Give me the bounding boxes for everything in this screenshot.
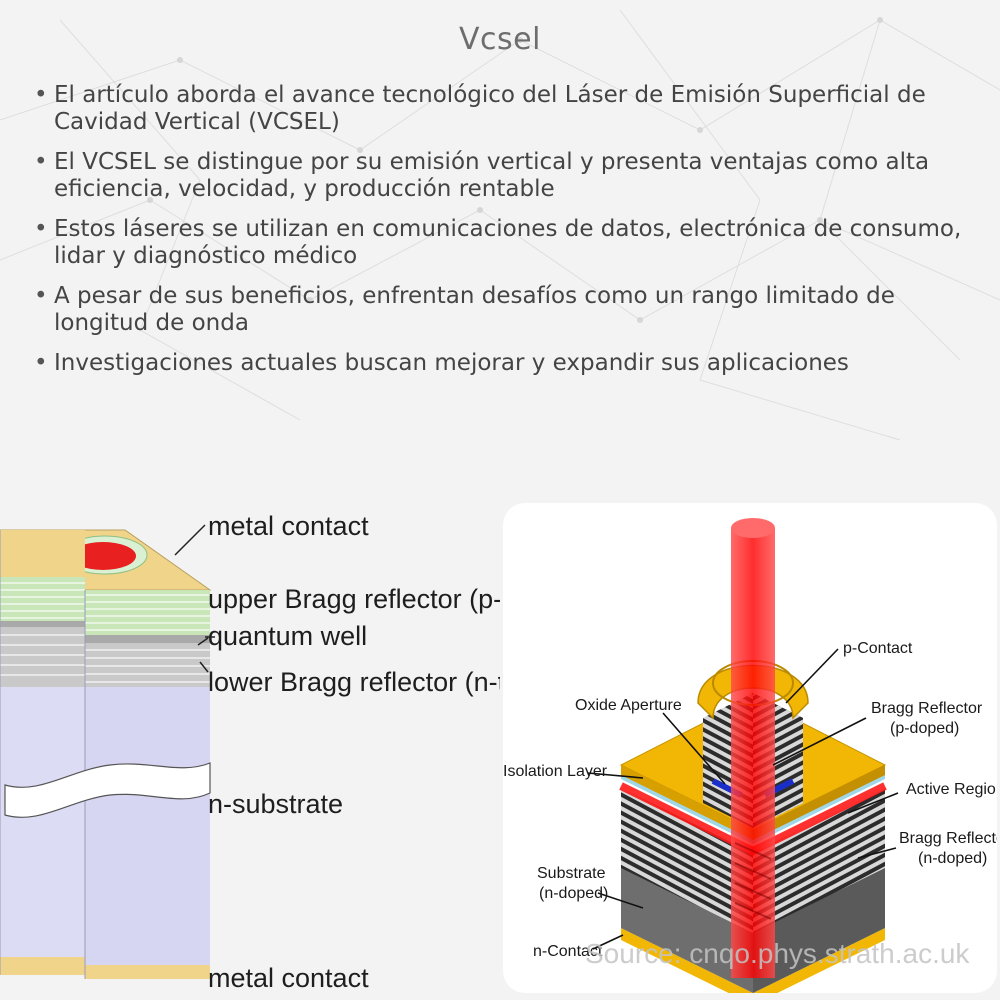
bragg-stripes: [0, 582, 210, 683]
vcsel-cutaway-diagram: p-Contact Oxide Aperture Bragg Reflector…: [503, 503, 997, 993]
emission-spot: [70, 542, 136, 570]
bullet-list: El artículo aborda el avance tecnológico…: [32, 82, 962, 390]
laser-beam: [731, 528, 775, 978]
bullet-item: El artículo aborda el avance tecnológico…: [32, 82, 962, 136]
n-contact-layer: [621, 928, 885, 993]
lower-bragg-block: [621, 788, 753, 933]
p-contact-ring: [697, 664, 809, 720]
label-n-contact: n-Contact: [533, 943, 603, 960]
label-bragg-p-sub: (p-doped): [890, 720, 959, 737]
break-mark: [4, 762, 211, 818]
label-n-substrate: n-substrate: [208, 789, 343, 819]
label-metal-contact-top: metal contact: [208, 511, 369, 541]
label-bragg-n: Bragg Reflector: [899, 830, 997, 847]
label-active-region: Active Region: [906, 781, 997, 798]
label-p-contact: p-Contact: [843, 640, 913, 657]
label-oxide-aperture: Oxide Aperture: [575, 697, 682, 714]
label-metal-contact-bottom: metal contact: [208, 963, 369, 993]
label-bragg-n-sub: (n-doped): [918, 850, 987, 867]
source-watermark: Source: cnqo.phys.strath.ac.uk: [585, 938, 970, 969]
label-substrate-sub: (n-doped): [539, 885, 608, 902]
side-face-layers: [85, 590, 210, 979]
bullet-item: Investigaciones actuales buscan mejorar …: [32, 350, 962, 377]
bullet-item: A pesar de sus beneficios, enfrentan des…: [32, 283, 962, 337]
label-bragg-p: Bragg Reflector: [871, 700, 983, 717]
label-lower-bragg: lower Bragg reflector (n-type): [208, 667, 500, 697]
front-face-layers: [0, 530, 85, 975]
label-quantum-well: quantum well: [208, 621, 367, 651]
bullet-item: Estos láseres se utilizan en comunicacio…: [32, 216, 962, 270]
label-upper-bragg: upper Bragg reflector (p-type): [208, 584, 500, 614]
vcsel-schematic-diagram: metal contact upper Bragg reflector (p-t…: [0, 511, 500, 993]
bullet-item: El VCSEL se distingue por su emisión ver…: [32, 149, 962, 203]
laser-beam-top: [731, 518, 775, 538]
label-isolation-layer: Isolation Layer: [503, 763, 608, 780]
substrate-block: [621, 863, 753, 993]
label-substrate: Substrate: [537, 865, 606, 882]
page-title: Vcsel: [459, 22, 541, 57]
